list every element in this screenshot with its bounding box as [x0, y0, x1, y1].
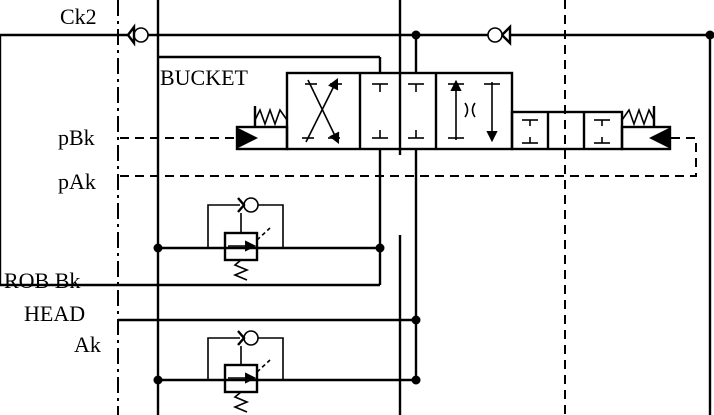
label-ck2: Ck2 [60, 4, 97, 29]
relief-lower-check-seat [237, 330, 246, 346]
label-rob-bk: ROB Bk [4, 268, 80, 293]
check-valve-left-ball [133, 27, 149, 43]
ck2-line-group [0, 23, 714, 73]
pilot-actuator-left [235, 125, 289, 151]
relief-valve-upper [153, 197, 385, 281]
spring-right-icon [621, 107, 655, 127]
label-head: HEAD [24, 301, 85, 326]
junction-relief-upper-left [153, 243, 163, 253]
junction-relief-upper-right [375, 243, 385, 253]
junction-relief-lower-left [153, 375, 163, 385]
boundary-lines [117, 0, 712, 415]
cross-arrow-2 [307, 79, 340, 145]
relief-upper-check-seat [237, 197, 246, 213]
check-valve-left [127, 23, 136, 47]
junction-ck2-right [705, 30, 714, 40]
cross-arrow-1 [305, 77, 339, 143]
relief-upper-spring-icon [232, 259, 250, 281]
relief-lower-bypass-right [258, 337, 284, 380]
spring-left-icon [254, 107, 288, 127]
relief-upper-pilot [256, 227, 271, 241]
label-pak: pAk [58, 169, 96, 194]
label-bucket: BUCKET [160, 65, 249, 90]
relief-upper-bypass-right [258, 204, 284, 248]
check-valve-right [501, 24, 512, 46]
relief-lower-pilot [256, 359, 271, 373]
float-restrictor-right [471, 102, 476, 118]
label-pbk: pBk [58, 125, 95, 150]
label-ak: Ak [74, 332, 101, 357]
pilot-line-pak [120, 137, 697, 177]
bucket-directional-valve [158, 55, 672, 320]
relief-upper-bypass [207, 204, 240, 248]
relief-lower-spring-icon [232, 391, 250, 413]
pilot-triangle-left-icon [238, 128, 258, 148]
float-restrictor-left [464, 102, 469, 118]
relief-valve-lower [153, 330, 421, 413]
pilot-actuator-right [620, 125, 672, 151]
relief-upper-check-ball [243, 197, 259, 213]
check-valve-right-ball [487, 27, 503, 43]
relief-lower-bypass [207, 337, 240, 380]
relief-lower-check-ball [243, 330, 259, 346]
pilot-triangle-right-icon [649, 128, 669, 148]
